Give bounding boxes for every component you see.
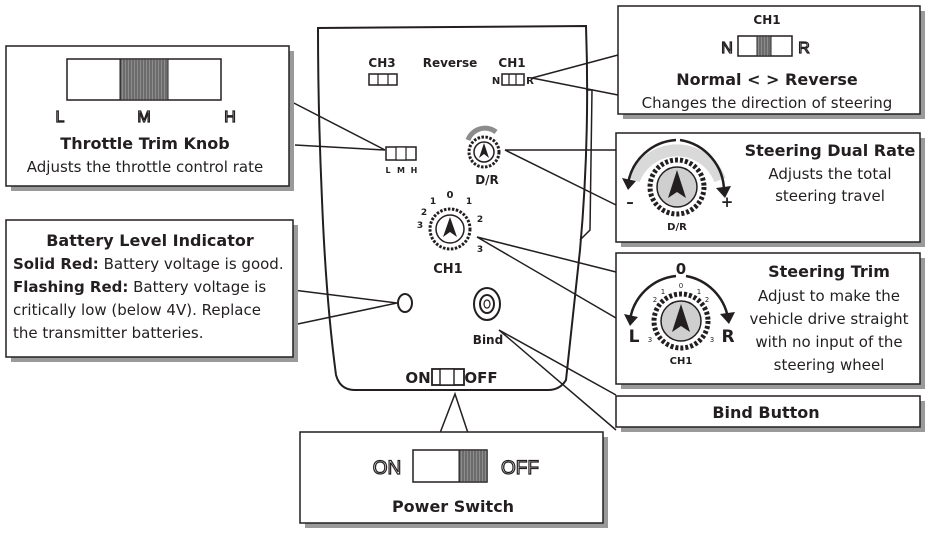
power-mini-switch[interactable]: [431, 368, 465, 386]
dr-label: D/R: [475, 173, 499, 187]
steering-trim-dial-illustration: [624, 274, 735, 351]
st-num-3r: 3: [710, 336, 714, 344]
st-num-2r: 2: [705, 296, 709, 304]
nr-r-label: R: [798, 40, 810, 57]
dr-plus-label: +: [721, 193, 734, 211]
battery-flashing-label: Flashing Red:: [13, 278, 128, 296]
dial-num-2r: 2: [477, 215, 483, 225]
ch1-reverse-switch[interactable]: [501, 73, 525, 86]
steering-dual-rate-panel: – + D/R Steering Dual Rate Adjusts the t…: [615, 132, 925, 247]
dial-num-0: 0: [447, 190, 454, 201]
battery-solid-label: Solid Red:: [13, 255, 99, 273]
st-num-2l: 2: [653, 296, 657, 304]
ch3-switch[interactable]: [368, 73, 398, 86]
power-switch-knob[interactable]: [458, 449, 488, 483]
ps-on-label: ON: [373, 458, 402, 479]
dial-num-1l: 1: [430, 197, 436, 207]
st-r-label: R: [721, 327, 734, 347]
dial-num-3r: 3: [477, 245, 483, 255]
steering-trim-desc-1: Adjust to make the: [758, 287, 900, 305]
st-num-0: 0: [679, 282, 683, 290]
throttle-trim-title: Throttle Trim Knob: [60, 134, 229, 153]
steering-trim-desc-3: with no input of the: [755, 333, 902, 351]
st-dial-label: CH1: [670, 356, 693, 367]
bind-button-knob[interactable]: [473, 287, 501, 321]
dial-num-1r: 1: [466, 197, 472, 207]
steering-trim-panel: 0 1 2 3 0 1 2 3 L R CH1 Steering Trim Ad…: [615, 252, 925, 389]
ch3-label: CH3: [368, 56, 395, 70]
slider-l-label: L: [56, 109, 65, 126]
off-label: OFF: [464, 369, 497, 387]
slider-h-label: H: [224, 109, 236, 126]
st-num-1r: 1: [697, 288, 701, 296]
st-zero-label: 0: [676, 260, 686, 278]
mini-m-label: M: [397, 166, 405, 175]
ch1-dial-label: CH1: [433, 262, 462, 277]
nr-switch-knob[interactable]: [756, 35, 772, 57]
dual-rate-dial-illustration: [622, 138, 731, 217]
throttle-trim-description: Adjusts the throttle control rate: [27, 158, 263, 176]
battery-title: Battery Level Indicator: [46, 231, 254, 250]
bind-label: Bind: [473, 333, 503, 347]
steering-trim-desc-4: steering wheel: [774, 356, 885, 374]
bind-button-panel: Bind Button: [615, 395, 925, 432]
power-switch-title: Power Switch: [392, 497, 514, 516]
normal-reverse-panel: CH1 N R Normal < > Reverse Changes the d…: [617, 5, 925, 119]
reverse-label: Reverse: [423, 56, 478, 70]
transmitter-body: CH3 Reverse CH1 N R L M H: [316, 24, 593, 391]
on-label: ON: [405, 369, 430, 387]
dial-num-2l: 2: [421, 208, 427, 218]
normal-reverse-title: Normal < > Reverse: [676, 70, 858, 89]
dual-rate-knob[interactable]: [465, 125, 501, 169]
st-num-3l: 3: [648, 336, 652, 344]
battery-indicator-panel: Battery Level Indicator Solid Red: Batte…: [5, 219, 298, 362]
steering-dual-rate-desc-1: Adjusts the total: [768, 165, 891, 183]
ch1-r-label: R: [526, 76, 534, 87]
steering-dual-rate-title: Steering Dual Rate: [745, 141, 916, 160]
leader-lines: [287, 54, 619, 434]
battery-flashing-text-3: the transmitter batteries.: [13, 324, 204, 342]
battery-flashing-line: Flashing Red: Battery voltage is: [13, 278, 266, 296]
nr-n-label: N: [721, 40, 733, 57]
steering-trim-desc-2: vehicle drive straight: [749, 310, 908, 328]
steering-dual-rate-desc-2: steering travel: [775, 187, 885, 205]
battery-led: [397, 293, 413, 313]
dial-num-3l: 3: [417, 221, 423, 231]
ch1-n-label: N: [492, 76, 500, 87]
battery-solid-text: Battery voltage is good.: [99, 255, 284, 273]
st-l-label: L: [629, 327, 640, 347]
dr-minus-label: –: [626, 193, 634, 211]
battery-flashing-text-1: Battery voltage is: [128, 278, 266, 296]
steering-trim-title: Steering Trim: [768, 262, 890, 281]
mini-l-label: L: [385, 166, 390, 175]
throttle-trim-mini-switch[interactable]: [385, 146, 417, 161]
throttle-slider-knob[interactable]: [119, 58, 169, 101]
battery-flashing-text-2: critically low (below 4V). Replace: [13, 301, 261, 319]
mini-h-label: H: [411, 166, 418, 175]
battery-solid-line: Solid Red: Battery voltage is good.: [13, 255, 284, 273]
nr-ch1-label: CH1: [753, 13, 780, 27]
power-switch-panel: ON OFF Power Switch: [299, 431, 608, 528]
st-num-1l: 1: [661, 288, 665, 296]
dr-dial-label: D/R: [667, 222, 687, 233]
ch1-trim-dial[interactable]: [428, 207, 472, 251]
throttle-trim-panel: L M H Throttle Trim Knob Adjusts the thr…: [5, 45, 294, 191]
ch1-label: CH1: [498, 56, 525, 70]
normal-reverse-description: Changes the direction of steering: [642, 94, 893, 112]
bind-button-title: Bind Button: [712, 403, 819, 422]
ps-off-label: OFF: [501, 458, 539, 479]
slider-m-label: M: [137, 109, 150, 126]
